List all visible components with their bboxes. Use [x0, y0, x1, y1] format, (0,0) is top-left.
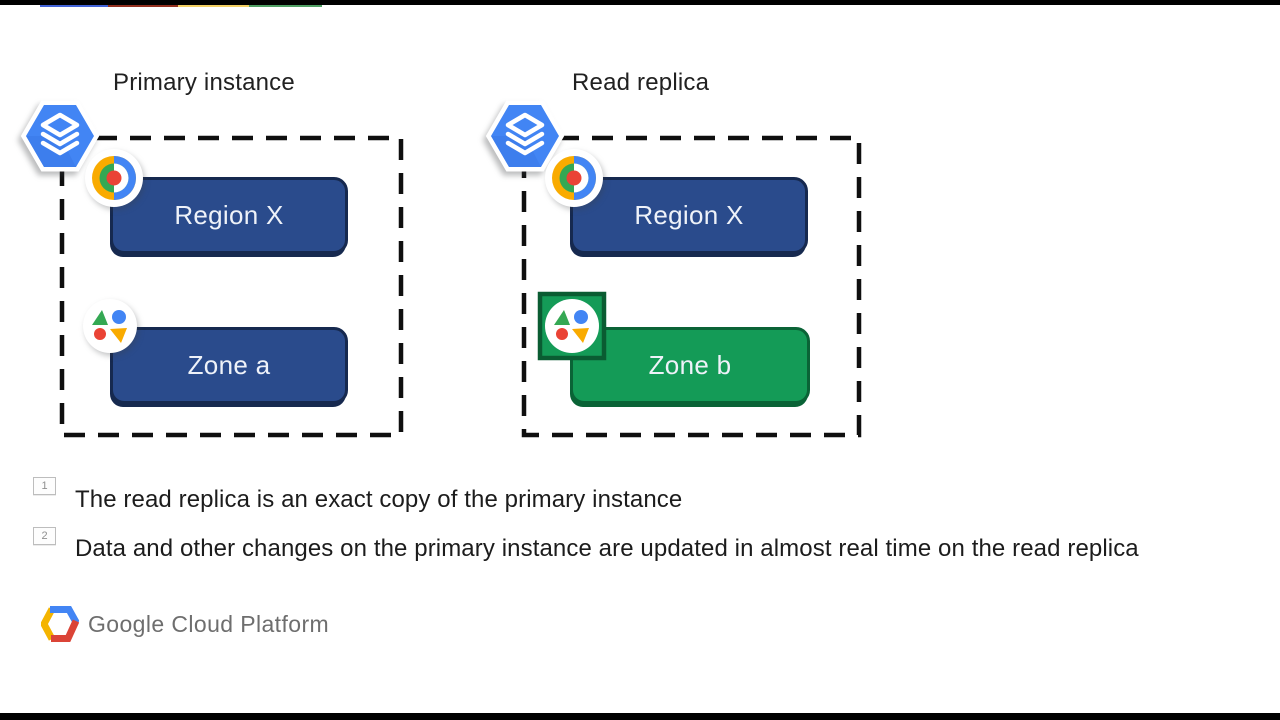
accent-stripe-green	[249, 5, 322, 7]
primary-zone-box: Zone a	[110, 327, 348, 404]
note-2-badge: 2	[33, 527, 56, 545]
note-1-number: 1	[41, 480, 48, 492]
accent-stripe-blue	[40, 5, 108, 7]
region-icon	[84, 148, 144, 208]
note-2-number: 2	[41, 530, 48, 542]
gcp-logo-text: Google Cloud Platform	[88, 611, 330, 637]
gcp-logo-hexagon-icon	[41, 605, 79, 643]
replica-region-box: Region X	[570, 177, 808, 254]
read-replica-title: Read replica	[572, 69, 710, 96]
dashed-container-outlines	[59, 135, 862, 438]
region-icon	[544, 148, 604, 208]
top-letterbox-bar	[0, 0, 1280, 5]
bottom-letterbox-bar	[0, 713, 1280, 720]
replica-region-label: Region X	[634, 200, 744, 230]
primary-zone-label: Zone a	[187, 350, 271, 380]
note-1-badge: 1	[33, 477, 56, 495]
accent-stripe-yellow	[178, 5, 249, 7]
replica-zone-box: Zone b	[570, 327, 810, 404]
primary-region-label: Region X	[174, 200, 284, 230]
note-2-text: Data and other changes on the primary in…	[75, 535, 1139, 562]
primary-region-box: Region X	[110, 177, 348, 254]
zone-icon-highlighted	[537, 291, 607, 361]
replica-zone-label: Zone b	[648, 350, 732, 380]
accent-stripe-red	[108, 5, 178, 7]
zone-icon	[80, 296, 140, 356]
note-1-text: The read replica is an exact copy of the…	[75, 486, 683, 513]
primary-instance-title: Primary instance	[113, 69, 295, 96]
